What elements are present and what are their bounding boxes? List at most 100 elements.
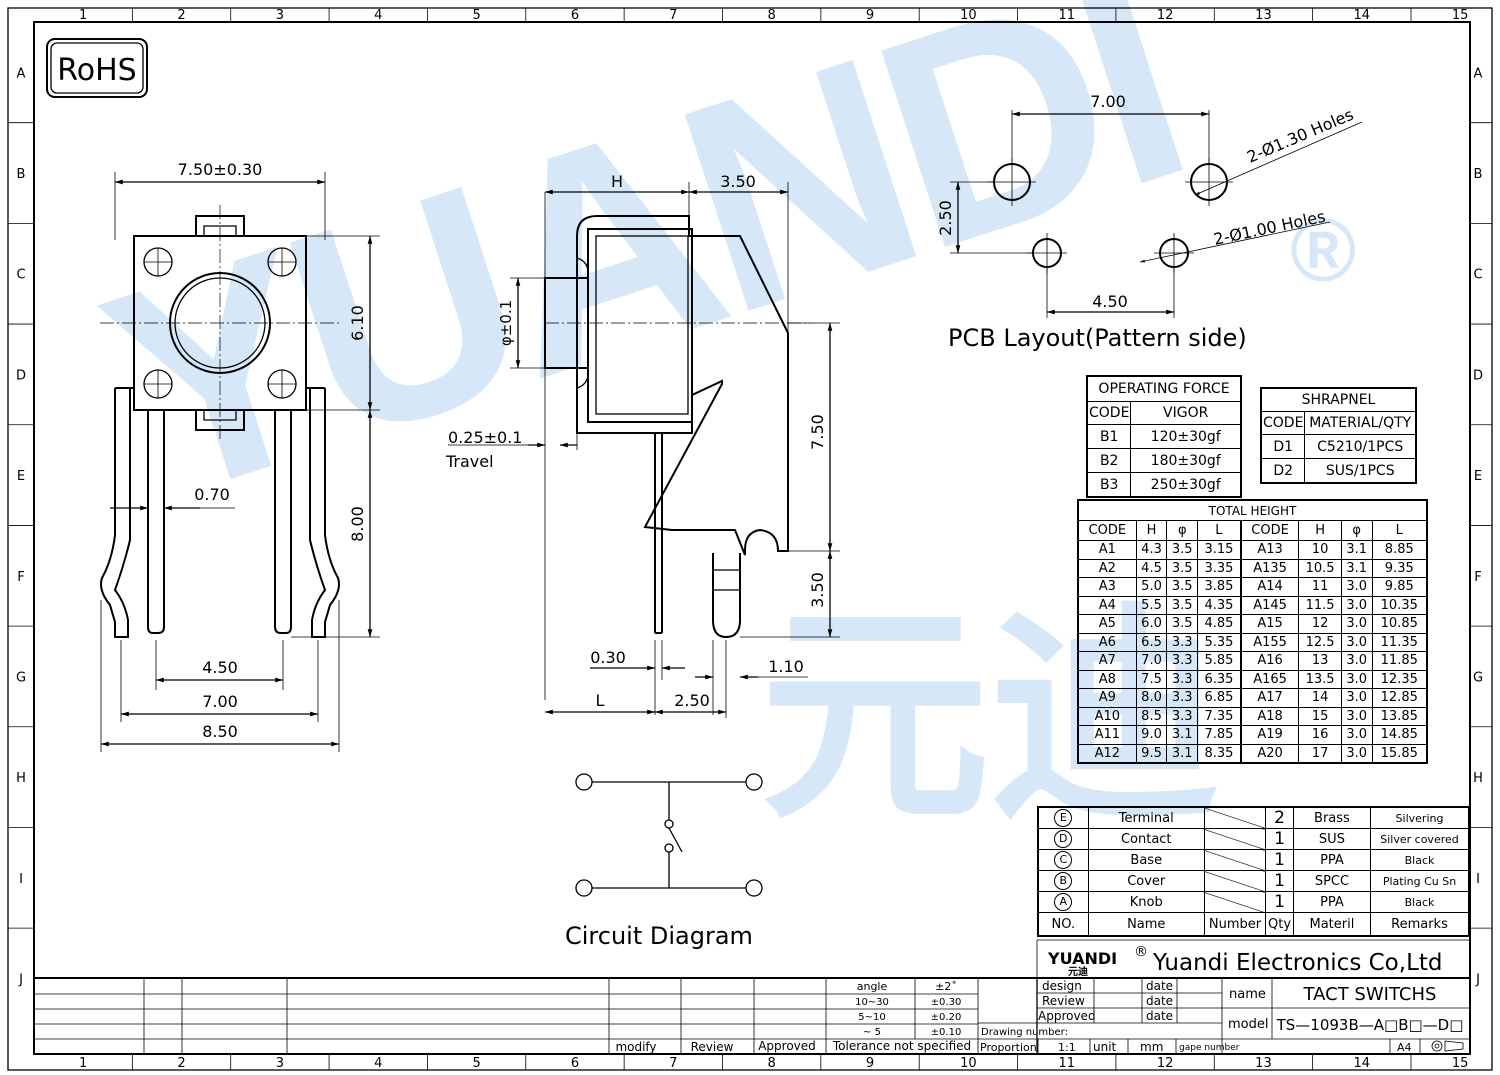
zone-col-label: 1 [79,1056,87,1071]
svg-text:date: date [1146,1009,1173,1023]
dim-pitch-outer: 8.50 [202,722,238,741]
title-block-right-lines [978,977,1471,1055]
name-label: name [1229,987,1266,1002]
bom-cell: Terminal [1087,806,1205,829]
bom-cell: SUS [1292,828,1372,850]
review-label: Review [691,1040,734,1054]
table-cell: 10.85 [1371,614,1428,634]
bom-slash-cell [1203,849,1267,871]
bom-cell: Knob [1087,891,1205,913]
model-label: model [1228,1017,1268,1032]
table-cell: 6.35 [1197,669,1242,689]
dim-thickness: 0.30 [590,648,626,667]
total-height-header: CODE [1239,520,1300,541]
table-cell: 5.35 [1197,632,1242,652]
table-cell: 3.0 [1340,577,1373,597]
zone-row-label: F [17,570,24,585]
pcb-title: PCB Layout(Pattern side) [948,324,1247,352]
company-logo-cn: 元迪 [1068,965,1088,978]
zone-col-label: 9 [866,1056,874,1071]
bom-header: Materil [1292,912,1372,937]
table-cell: 3.0 [1340,706,1373,726]
table-cell: 3.1 [1166,725,1199,745]
table-cell: 3.5 [1166,540,1199,560]
table-cell: 3.1 [1166,743,1199,764]
zone-row-label: B [1474,167,1483,182]
bom-cell: Silvering [1370,806,1470,829]
table-cell: 3.0 [1340,688,1373,708]
zone-col-label: 10 [960,1056,977,1071]
table-cell: 13 [1298,651,1342,671]
zone-row-label: H [1473,771,1483,786]
zone-row-label: D [16,368,26,383]
unit-value: mm [1140,1040,1163,1054]
table-cell: 3.5 [1166,595,1199,615]
total-height-header: φ [1166,520,1199,541]
model-value: TS—1093B—A□B□—D□ [1276,1016,1464,1034]
zone-row-label: J [18,972,23,987]
pcb-layout: 7.00 2.50 4.50 2-Ø1.30 Holes 2-Ø1.00 Hol… [936,92,1363,352]
bom-header: Number [1203,912,1267,937]
table-cell: 3.15 [1197,540,1242,560]
drawing-number-label: Drawing number: [981,1027,1068,1038]
zone-col-label: 3 [276,1056,284,1071]
zone-col-label: 6 [571,1056,579,1071]
bom-item-marker: E [1054,809,1073,827]
zone-row-label: G [1473,670,1483,685]
zone-col-label: 12 [1157,1056,1174,1071]
table-cell: 9.5 [1135,743,1168,764]
review-label-right: Review [1042,994,1085,1008]
proportion-label: Proportion [980,1041,1037,1054]
watermark-registered: ® [1290,201,1357,301]
bom-cell: PPA [1292,891,1372,913]
dim-body-height: 6.10 [348,305,367,341]
bom-cell: Plating Cu Sn [1370,870,1470,892]
bom-cell: 1 [1265,828,1294,850]
total-height-title: TOTAL HEIGHT [1077,499,1428,521]
table-cell: 13.85 [1371,706,1428,726]
zone-row-label: I [19,872,23,887]
table-cell: A17 [1239,688,1300,708]
bom-header: NO. [1037,912,1089,937]
side-view: H 3.50 φ±0.1 0.25±0.1 Travel 7.50 3.50 0… [445,172,840,718]
zone-col-label: 15 [1452,1056,1469,1071]
table-cell: 7.5 [1135,669,1168,689]
table-cell: 13.5 [1298,669,1342,689]
rohs-inner-box [50,42,144,94]
zone-col-label: 11 [1058,8,1075,23]
table-cell: A135 [1239,558,1300,578]
zone-col-label: 8 [768,1056,776,1071]
shrapnel-title: SHRAPNEL [1260,387,1417,412]
zone-col-label: 15 [1452,8,1469,23]
name-value: TACT SWITCHS [1303,984,1437,1005]
table-cell: 3.85 [1197,577,1242,597]
zone-row-label: C [1473,268,1482,283]
bom-cell: PPA [1292,849,1372,871]
dim-phi: φ±0.1 [497,300,515,346]
zone-col-label: 10 [960,8,977,23]
svg-text:date: date [1146,994,1173,1008]
dim-pitch-mid: 7.00 [202,692,238,711]
table-cell: 9.85 [1371,577,1428,597]
zone-row-label: A [17,66,26,81]
table-cell: A11 [1077,725,1137,745]
pcb-pitch-y: 2.50 [936,200,955,236]
zone-col-label: 13 [1255,8,1272,23]
bom-cell: SPCC [1292,870,1372,892]
bom-cell: D [1037,828,1089,850]
dim-width: 7.50±0.30 [178,160,263,179]
table-cell: 3.0 [1340,725,1373,745]
svg-text:date: date [1146,979,1173,993]
zone-row-label: B [17,167,26,182]
dim-leg-height: 8.00 [348,506,367,542]
pcb-holes-large-label: 2-Ø1.30 Holes [1244,105,1356,167]
